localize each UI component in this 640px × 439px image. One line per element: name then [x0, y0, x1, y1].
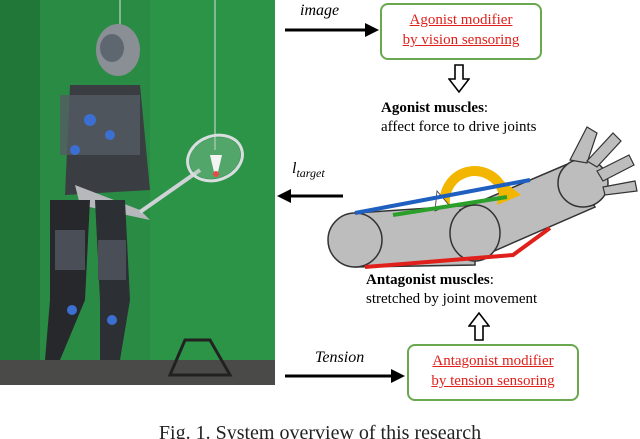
finger-4	[602, 180, 638, 196]
agonist-muscle-green	[392, 195, 508, 217]
antagonist-modifier-line2: by tension sensoring	[431, 373, 555, 389]
tension-arrow	[285, 369, 405, 383]
l-target-label: ltarget	[292, 160, 325, 181]
elbow-joint	[449, 204, 501, 262]
antagonist-muscle-red	[364, 226, 552, 269]
l-target-sub: target	[296, 166, 325, 181]
wrist-joint	[557, 158, 609, 208]
finger-2	[586, 132, 622, 168]
robot-photo	[0, 0, 275, 385]
agonist-muscles-title: Agonist muscles	[381, 100, 484, 116]
antagonist-modifier-box: Antagonist modifier by tension sensoring	[407, 344, 579, 401]
agonist-muscles-desc: affect force to drive joints	[381, 119, 537, 135]
antagonist-muscles-text: Antagonist muscles: stretched by joint m…	[366, 271, 616, 309]
agonist-muscle-blue	[354, 178, 531, 215]
shoulder-joint	[327, 212, 383, 268]
agonist-muscles-text: Agonist muscles: affect force to drive j…	[381, 99, 631, 137]
hollow-down-arrow	[448, 64, 470, 94]
l-target-arrow	[277, 189, 343, 203]
image-arrow	[285, 23, 379, 37]
l-target-base: l	[292, 160, 297, 177]
hollow-up-arrow	[468, 311, 490, 341]
joint-rotation-arrow	[439, 166, 508, 206]
figure-caption: Fig. 1. System overview of this research	[158, 422, 482, 439]
finger-1	[569, 126, 598, 164]
antagonist-colon: :	[489, 272, 494, 288]
agonist-modifier-box: Agonist modifier by vision sensoring	[380, 3, 542, 60]
arm-diagram	[327, 126, 638, 269]
antagonist-muscles-title: Antagonist muscles	[366, 272, 490, 288]
agonist-modifier-line2: by vision sensoring	[402, 32, 520, 48]
finger-3	[596, 154, 635, 182]
tension-label: Tension	[315, 349, 365, 366]
agonist-colon: :	[483, 100, 489, 116]
image-label: image	[300, 2, 340, 19]
robot-illustration	[0, 0, 275, 385]
antagonist-modifier-line1: Antagonist modifier	[432, 353, 554, 369]
antagonist-muscles-desc: stretched by joint movement	[366, 291, 538, 307]
agonist-modifier-line1: Agonist modifier	[409, 12, 513, 28]
